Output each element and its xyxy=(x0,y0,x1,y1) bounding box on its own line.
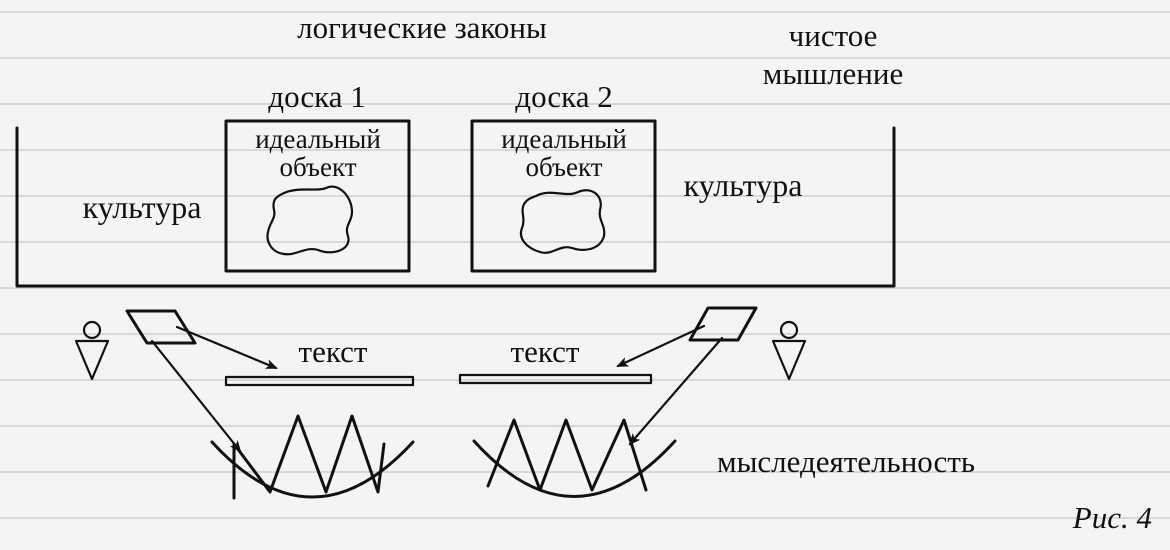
arrow-left-to-text xyxy=(175,325,278,370)
board-1-ideal-label-line2: объект xyxy=(279,152,356,182)
arrow-right-to-thought-activity xyxy=(628,336,724,446)
board-2-ideal-label-line1: идеальный xyxy=(501,124,627,154)
board-2-ideal-label-line2: объект xyxy=(525,152,602,182)
arrow-left-to-thought-activity xyxy=(150,339,242,453)
thought-activity-bowl-right xyxy=(472,439,677,498)
thought-activity-zigzag-left xyxy=(232,414,386,500)
board-1-frame xyxy=(224,119,411,273)
logical-laws-label: логические законы xyxy=(297,10,547,45)
culture-label-right: культура xyxy=(684,167,803,203)
text-label-right: текст xyxy=(511,334,580,369)
consciousness-tablet-left xyxy=(125,309,197,345)
person-figure-left xyxy=(74,320,110,381)
board-1-label: доска 1 xyxy=(268,79,365,114)
board-2-label: доска 2 xyxy=(515,79,612,114)
figure-caption: Рис. 4 xyxy=(1072,500,1152,535)
consciousness-tablet-right xyxy=(688,306,758,342)
pure-thinking-label-line2: мышление xyxy=(763,56,903,91)
thought-activity-bowl-left xyxy=(210,440,415,499)
text-bar-right xyxy=(458,373,653,385)
thought-activity-label: мыследеятельность xyxy=(717,444,975,479)
person-figure-right xyxy=(771,320,807,381)
culture-container xyxy=(15,126,896,288)
text-bar-left xyxy=(224,375,415,387)
pure-thinking-label-line1: чистое xyxy=(789,18,878,53)
arrow-right-to-text xyxy=(616,324,706,368)
ideal-object-blob-2 xyxy=(519,189,606,254)
text-label-left: текст xyxy=(299,334,368,369)
ideal-object-blob-1 xyxy=(266,185,354,256)
board-2-frame xyxy=(470,119,657,273)
thought-activity-zigzag-right xyxy=(486,418,648,492)
culture-label-left: культура xyxy=(83,189,202,225)
board-1-ideal-label-line1: идеальный xyxy=(255,124,381,154)
